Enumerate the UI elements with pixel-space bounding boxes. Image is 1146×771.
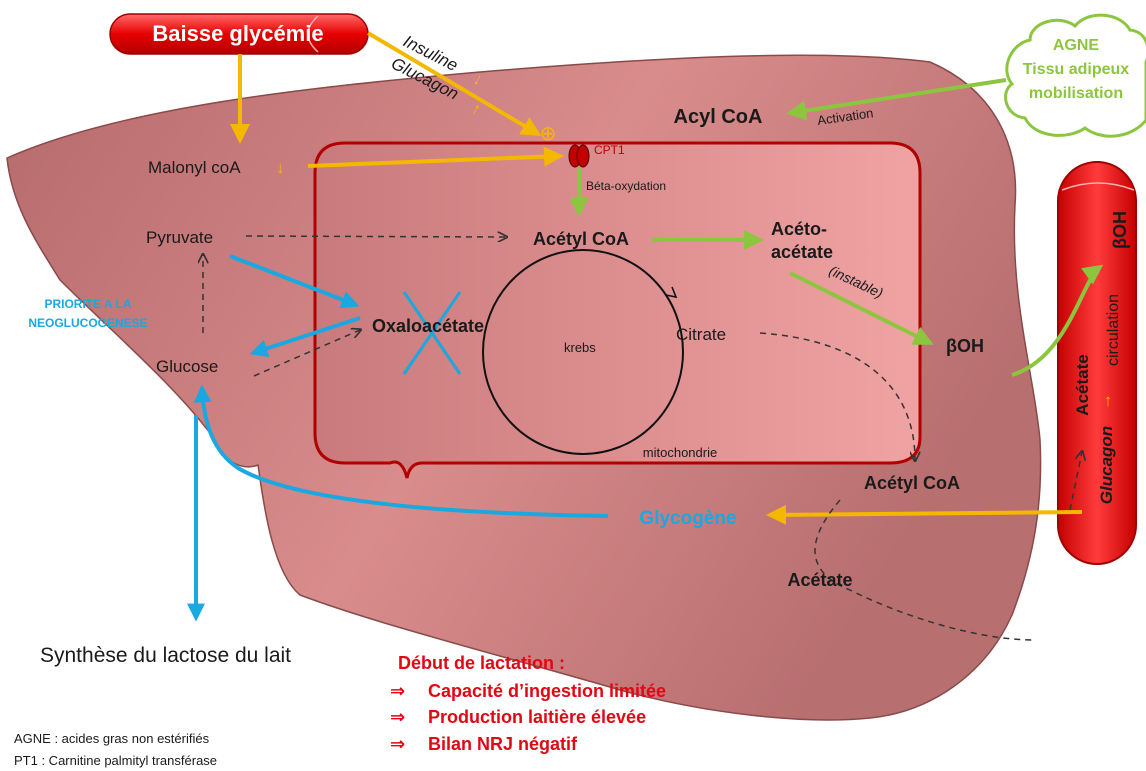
lactation-bullet-1: ⇒ [390, 681, 405, 701]
citrate-label: Citrate [676, 325, 726, 344]
lactation-bullet-3: ⇒ [390, 734, 405, 754]
lactation-item-3: Bilan NRJ négatif [428, 734, 578, 754]
cpt1-transporter [568, 144, 590, 168]
cpt1-label: CPT1 [594, 143, 625, 157]
arrow-glycogene-to-glucose [193, 384, 609, 518]
agne-cloud: AGNE Tissu adipeux mobilisation [1004, 13, 1146, 138]
lactation-item-1: Capacité d’ingestion limitée [428, 681, 666, 701]
legend-agne: AGNE : acides gras non estérifiés [14, 731, 210, 746]
glycogene-label: Glycogène [639, 508, 736, 529]
circulation-capsule [1057, 161, 1137, 565]
priorite-label-2: NEOGLUCOGENESE [28, 316, 147, 330]
arrow-capsule-to-glycogene [766, 504, 1083, 525]
acyl-coa-label: Acyl CoA [674, 106, 763, 128]
priorite-label-1: PRIORITE A LA [44, 297, 131, 311]
malonyl-arrow: ↓ [276, 158, 285, 177]
acetyl-coa-mito-label: Acétyl CoA [533, 229, 629, 249]
dashed-acetate-in-capsule [1069, 452, 1082, 511]
malonyl-label: Malonyl coA [148, 158, 241, 177]
cross-line-2 [402, 291, 462, 375]
dashed-acetylcoa-to-acetate [814, 499, 1036, 641]
krebs-arrowhead [665, 286, 678, 299]
capsule-acetate-label: Acétate [1073, 354, 1092, 415]
lactation-block: Début de lactation : ⇒ Capacité d’ingest… [390, 653, 666, 754]
capsule-glucagon-label: Glucagon [1097, 426, 1116, 504]
arrow-banner-to-cpt1 [366, 31, 542, 137]
agne-mobilisation-label: mobilisation [1029, 85, 1123, 102]
boh-liver-label: βOH [946, 336, 984, 356]
banner-baisse-glycemie: Baisse glycémie [109, 13, 369, 55]
capsule-boh-label: βOH [1110, 211, 1130, 249]
lactation-item-2: Production laitière élevée [428, 707, 646, 727]
arrow-acetoacetate-to-boh [789, 271, 934, 345]
aceto-acetate-label-1: Acéto- [771, 219, 827, 239]
pyruvate-label: Pyruvate [146, 228, 213, 247]
agne-label: AGNE [1053, 37, 1100, 54]
mitochondrie-label: mitochondrie [643, 445, 717, 460]
arrow-oxaloacetate-to-glucose [249, 316, 361, 358]
krebs-cycle-circle [482, 249, 684, 455]
glucose-label: Glucose [156, 357, 218, 376]
aceto-acetate-label-2: acétate [771, 242, 833, 262]
capsule-glucagon-arrow: ↑ [1104, 391, 1113, 410]
beta-oxydation-label: Béta-oxydation [586, 179, 666, 193]
acetate-liver-label: Acétate [787, 570, 852, 590]
mitochondria-shape [313, 141, 922, 479]
arrow-malonyl-to-cpt1 [307, 146, 564, 168]
synthese-label: Synthèse du lactose du lait [40, 644, 291, 667]
lactation-bullet-2: ⇒ [390, 707, 405, 727]
plus-sign: ⊕ [540, 123, 557, 145]
agne-tissue-label: Tissu adipeux [1023, 61, 1130, 78]
oxaloacetate-label: Oxaloacétate [372, 316, 484, 336]
lactation-title: Début de lactation : [398, 653, 565, 673]
arrow-boh-to-capsule [1011, 264, 1104, 377]
dashed-glucose-to-oxaloacetate [253, 330, 360, 377]
arrow-agne-to-acylcoa [786, 78, 1007, 121]
dashed-citrate-to-acetylcoa [759, 332, 915, 460]
banner-text: Baisse glycémie [152, 21, 323, 46]
krebs-label: krebs [564, 340, 596, 355]
legend-cpt1: PT1 : Carnitine palmityl transférase [14, 753, 217, 768]
capsule-circulation-label: circulation [1105, 294, 1122, 366]
arrow-pyruvate-to-oxaloacetate [229, 254, 360, 309]
acetyl-coa-cyto-label: Acétyl CoA [864, 473, 960, 493]
